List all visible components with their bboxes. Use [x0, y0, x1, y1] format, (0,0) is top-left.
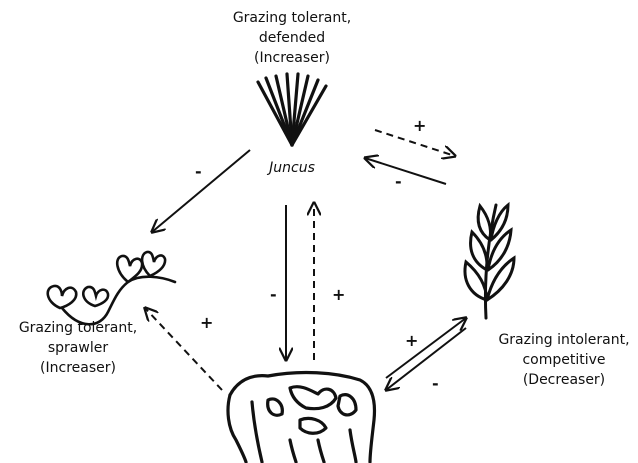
left-label-line1: Grazing tolerant, [8, 318, 148, 338]
arrow-right-to-cow-solid [386, 328, 466, 390]
sign-cow-to-left: + [200, 315, 213, 331]
sign-right-to-cow: - [432, 376, 439, 392]
cow-icon [228, 373, 374, 462]
left-label-line2: sprawler [8, 338, 148, 358]
sign-top-to-right: + [413, 118, 426, 134]
top-node-label: Grazing tolerant, defended (Increaser) [222, 8, 362, 68]
grass-stalk-icon [465, 205, 514, 318]
arrow-right-to-top-solid [365, 158, 446, 184]
left-node-label: Grazing tolerant, sprawler (Increaser) [8, 318, 148, 378]
arrow-cow-to-right-solid [386, 318, 466, 378]
right-label-line3: (Decreaser) [492, 370, 636, 390]
sign-top-to-left: - [195, 164, 202, 180]
rush-tuft-icon [258, 74, 326, 145]
left-label-line3: (Increaser) [8, 358, 148, 378]
top-label-line3: (Increaser) [222, 48, 362, 68]
top-label-line1: Grazing tolerant, [222, 8, 362, 28]
top-label-line2: defended [222, 28, 362, 48]
sign-right-to-top: - [395, 174, 402, 190]
sign-top-to-cow: - [270, 287, 277, 303]
right-label-line2: competitive [492, 350, 636, 370]
right-label-line1: Grazing intolerant, [492, 330, 636, 350]
right-node-label: Grazing intolerant, competitive (Decreas… [492, 330, 636, 390]
juncus-label: Juncus [262, 158, 322, 178]
sign-cow-to-top: + [332, 287, 345, 303]
sign-cow-to-right: + [405, 333, 418, 349]
clover-sprawler-icon [48, 252, 175, 324]
